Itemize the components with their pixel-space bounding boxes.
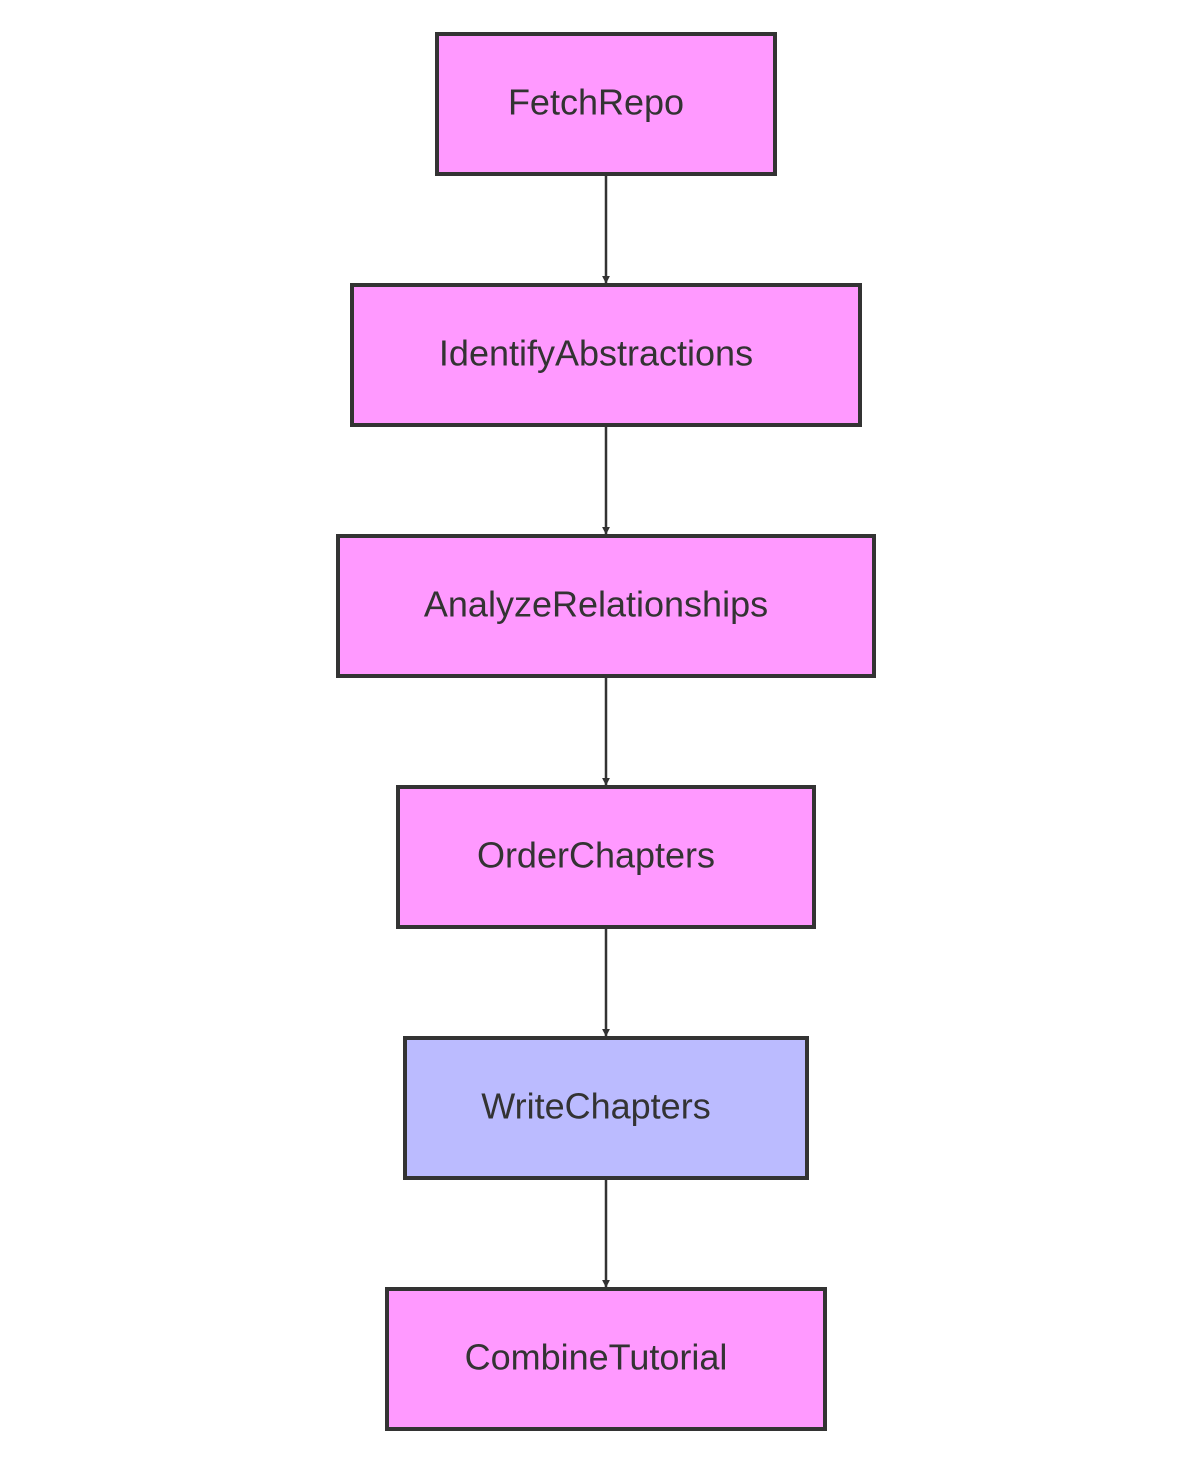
node-identify-abstractions: IdentifyAbstractions [350, 283, 862, 427]
node-fetch-repo: FetchRepo [435, 32, 777, 176]
node-box [396, 785, 816, 929]
node-box [403, 1036, 809, 1180]
node-label: OrderChapters [477, 835, 715, 876]
node-label: IdentifyAbstractions [439, 333, 753, 374]
node-combine-tutorial: CombineTutorial [385, 1287, 827, 1431]
node-label: AnalyzeRelationships [424, 584, 768, 625]
nodes: FetchRepoIdentifyAbstractionsAnalyzeRela… [336, 32, 876, 1431]
node-order-chapters: OrderChapters [396, 785, 816, 929]
node-analyze-relationships: AnalyzeRelationships [336, 534, 876, 678]
node-box [350, 283, 862, 427]
node-box [385, 1287, 827, 1431]
node-label: WriteChapters [481, 1086, 710, 1127]
node-label: FetchRepo [508, 82, 684, 123]
node-box [336, 534, 876, 678]
node-box [435, 32, 777, 176]
node-label: CombineTutorial [465, 1337, 728, 1378]
node-write-chapters: WriteChapters [403, 1036, 809, 1180]
